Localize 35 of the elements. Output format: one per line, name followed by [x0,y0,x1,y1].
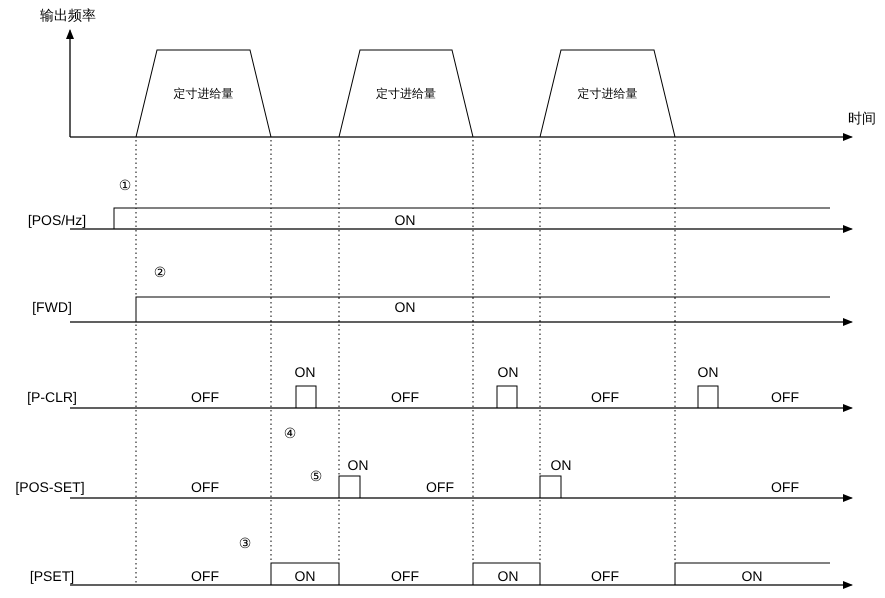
state-label: OFF [191,480,219,494]
signal-name: [P-CLR] [27,390,77,404]
step-number: ② [154,265,166,279]
signal-name: [POS-SET] [15,480,85,494]
signal-name: [POS/Hz] [28,213,86,227]
step-number: ① [118,178,132,192]
step-number: ③ [238,536,252,550]
signal-name: [PSET] [30,569,74,583]
pulse-label: 定寸进给量 [578,85,638,102]
state-label: ON [742,569,762,583]
pulse-label: 定寸进给量 [174,85,234,102]
state-label: ON [698,365,718,379]
state-label: OFF [191,390,219,404]
step-number: ④ [284,426,296,440]
state-label: OFF [191,569,219,583]
axis-title: 输出频率 [40,8,96,22]
state-label: ON [498,569,518,583]
state-label: ON [498,365,518,379]
state-label: ON [550,458,572,472]
step-number: ⑤ [310,469,322,483]
state-label: OFF [591,390,619,404]
state-label: ON [294,365,316,379]
state-label: OFF [426,480,454,494]
state-label: ON [394,300,416,314]
state-label: ON [294,569,316,583]
state-label: OFF [591,569,619,583]
pulse-label: 定寸进给量 [376,85,436,102]
state-label: OFF [391,569,419,583]
signal-name: [FWD] [32,300,72,314]
state-label: OFF [391,390,419,404]
state-label: OFF [771,390,799,404]
state-label: ON [348,458,368,472]
state-label: ON [394,213,416,227]
axis-title: 时间 [848,111,876,125]
state-label: OFF [771,480,799,494]
